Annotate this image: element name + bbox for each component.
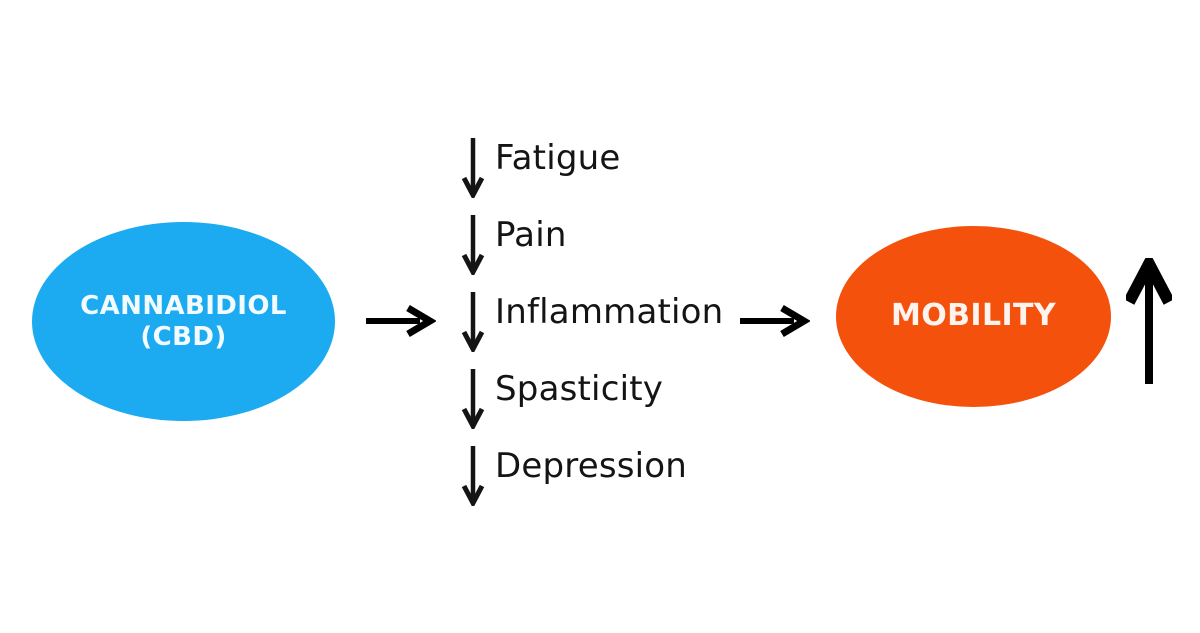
list-item: Fatigue [452,132,752,209]
effect-label-inflammation: Inflammation [495,292,724,332]
down-arrow-icon [461,369,485,429]
mobility-increase-indicator [1123,251,1175,388]
effect-label-pain: Pain [495,215,567,255]
right-arrow-icon [366,304,437,338]
right-arrow-icon [740,304,811,338]
down-arrow-icon [461,292,485,352]
list-item: Spasticity [452,363,752,440]
effect-label-fatigue: Fatigue [495,138,621,178]
connector-arrow-cbd-to-effects [364,303,437,339]
effect-label-spasticity: Spasticity [495,369,664,409]
list-item: Depression [452,440,752,517]
node-mobility: MOBILITY [836,226,1111,407]
effects-list: Fatigue Pain Inflammation Spasticity [452,132,752,517]
list-item: Pain [452,209,752,286]
list-item: Inflammation [452,286,752,363]
connector-arrow-effects-to-mobility [738,303,811,339]
node-cannabidiol: CANNABIDIOL (CBD) [32,222,335,421]
node-mobility-label: MOBILITY [890,298,1057,334]
effect-label-depression: Depression [495,446,688,486]
down-arrow-icon [461,446,485,506]
down-arrow-icon [461,215,485,275]
node-cannabidiol-label: CANNABIDIOL (CBD) [80,291,287,352]
down-arrow-icon [461,138,485,198]
up-arrow-icon [1123,251,1175,384]
